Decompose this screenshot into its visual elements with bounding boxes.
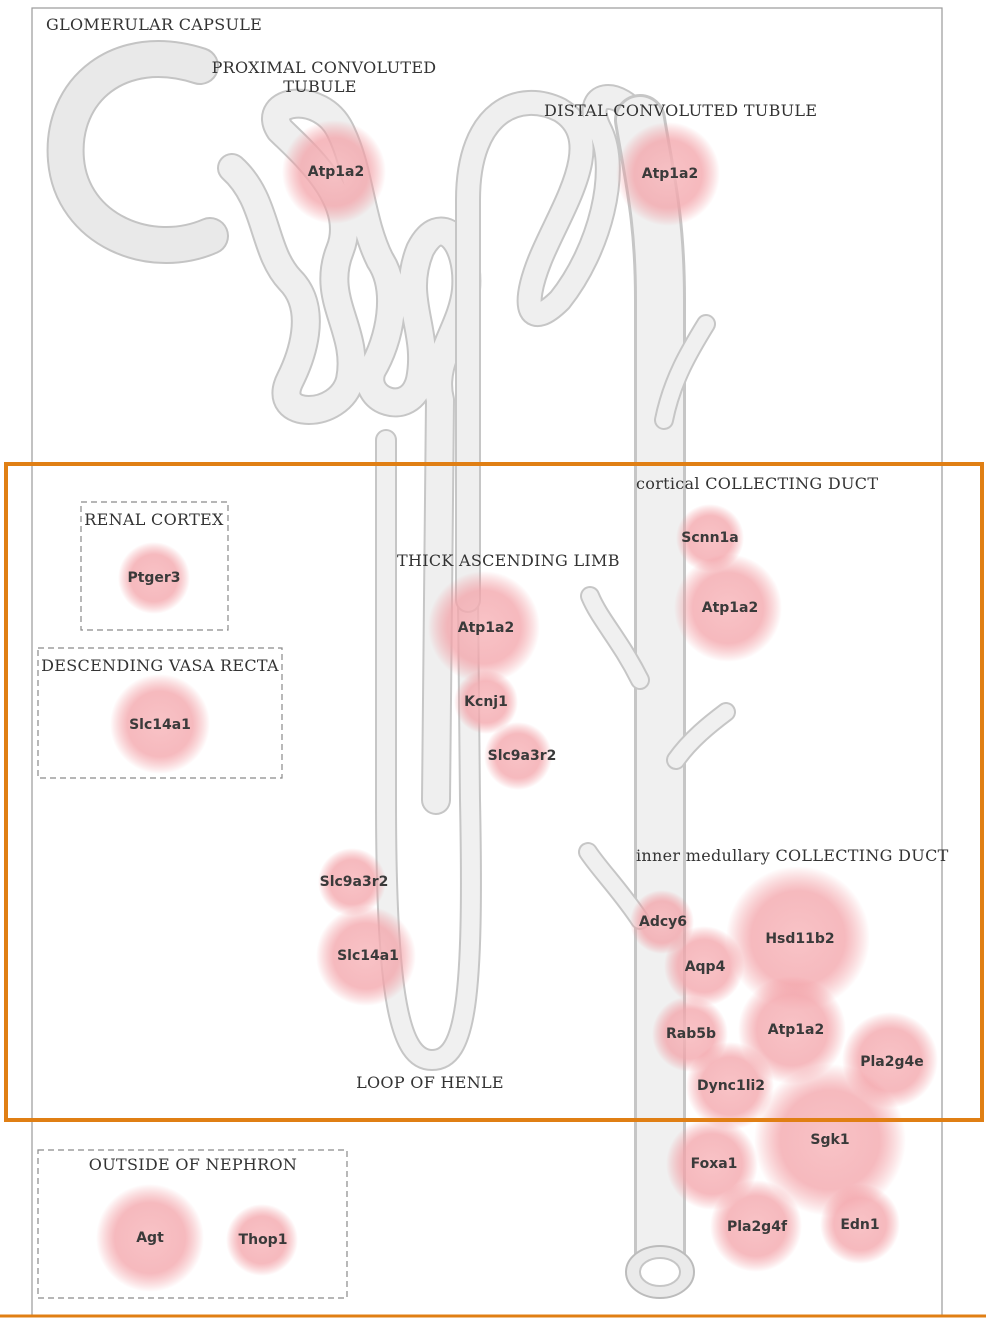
gene-label: Atp1a2 xyxy=(458,620,514,636)
gene-label: Atp1a2 xyxy=(768,1022,824,1038)
gene-label: Slc9a3r2 xyxy=(488,748,557,764)
distal-tubule-label: DISTAL CONVOLUTED TUBULE xyxy=(544,101,817,120)
inner-medullary-collecting-duct-label: inner medullary COLLECTING DUCT xyxy=(636,846,949,865)
gene-label: Thop1 xyxy=(239,1232,288,1248)
gene-label: Kcnj1 xyxy=(464,694,508,710)
cortical-collecting-duct-label: cortical COLLECTING DUCT xyxy=(636,474,878,493)
gene-label: Atp1a2 xyxy=(642,166,698,182)
gene-label: Foxa1 xyxy=(691,1156,738,1172)
gene-label: Adcy6 xyxy=(639,914,687,930)
gene-label: Scnn1a xyxy=(681,530,739,546)
gene-label: Slc9a3r2 xyxy=(320,874,389,890)
thick-ascending-limb-label: THICK ASCENDING LIMB xyxy=(397,551,620,570)
outside-of-nephron-label: OUTSIDE OF NEPHRON xyxy=(89,1155,297,1174)
gene-label: Rab5b xyxy=(666,1026,716,1042)
gene-label: Hsd11b2 xyxy=(765,931,834,947)
gene-label: Edn1 xyxy=(840,1217,879,1233)
gene-label: Pla2g4e xyxy=(860,1054,924,1070)
gene-label: Atp1a2 xyxy=(308,164,364,180)
gene-label: Slc14a1 xyxy=(129,717,191,733)
gene-label: Atp1a2 xyxy=(702,600,758,616)
loop-of-henle-label: LOOP OF HENLE xyxy=(356,1073,504,1092)
gene-label: Pla2g4f xyxy=(727,1219,788,1235)
gene-label: Agt xyxy=(136,1230,164,1246)
gene-label: Dync1li2 xyxy=(697,1078,765,1094)
gene-label: Ptger3 xyxy=(127,570,180,586)
descending-vasa-recta-label: DESCENDING VASA RECTA xyxy=(41,656,279,675)
renal-cortex-label: RENAL CORTEX xyxy=(84,510,224,529)
proximal-tubule-label-line2: TUBULE xyxy=(283,77,357,96)
proximal-tubule-label: PROXIMAL CONVOLUTED xyxy=(212,58,437,77)
gene-label: Slc14a1 xyxy=(337,948,399,964)
gene-label: Aqp4 xyxy=(685,959,726,975)
gene-label: Sgk1 xyxy=(810,1132,849,1148)
glomerular-capsule-label: GLOMERULAR CAPSULE xyxy=(46,15,262,34)
